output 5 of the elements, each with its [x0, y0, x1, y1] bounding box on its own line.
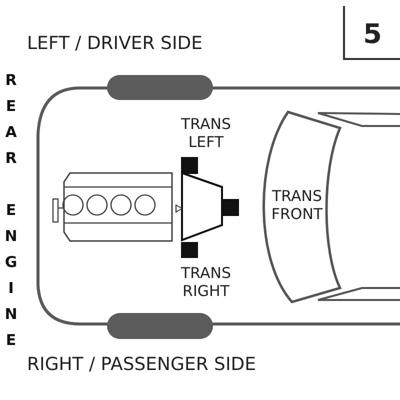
part-label: TRANS FRONT — [270, 187, 324, 223]
side-label: RIGHT / PASSENGER SIDE — [27, 354, 256, 376]
page-number: 5 — [343, 6, 400, 60]
side-label: LEFT / DRIVER SIDE — [27, 33, 202, 55]
vertical-label: REAR ENGINE — [4, 70, 18, 351]
